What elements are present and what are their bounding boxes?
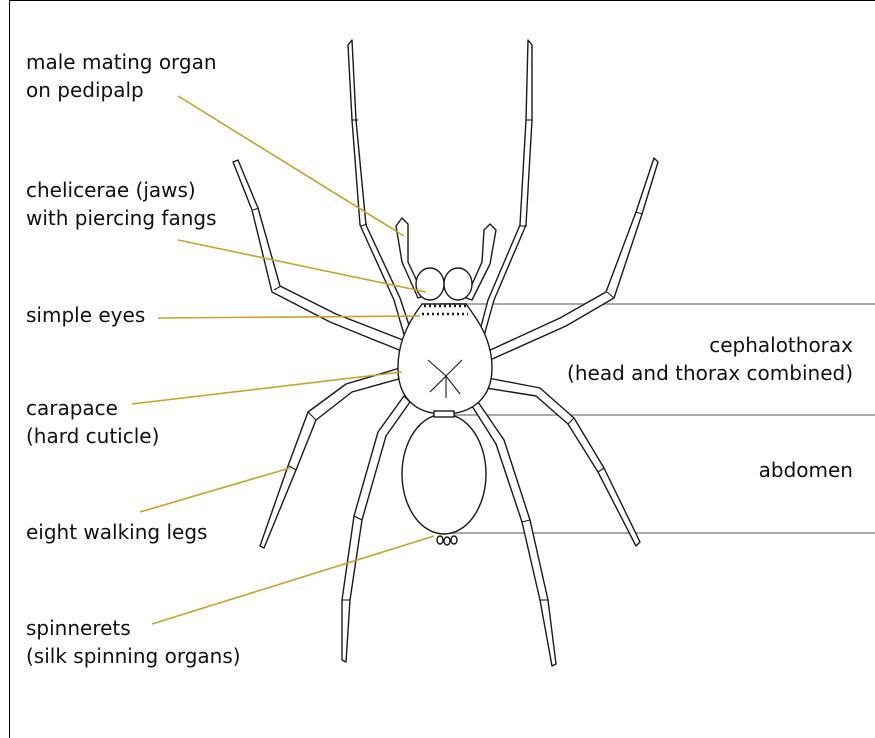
label-cephalothorax: cephalothorax (head and thorax combined) [567,331,853,387]
leader-walking-legs [140,468,290,512]
chelicera-left [416,268,444,300]
leader-chelicerae [178,240,426,292]
pedicel [434,411,454,417]
label-walking-legs: eight walking legs [26,518,207,546]
cephalothorax-shape [398,304,492,414]
label-carapace: carapace (hard cuticle) [26,394,159,450]
abdomen-shape [402,411,486,545]
spinnerets-shape [437,536,457,545]
leader-spinnerets [152,536,434,624]
leg-front-left [348,40,412,338]
leg-second-left [233,160,408,352]
label-male-mating-organ: male mating organ on pedipalp [26,48,217,104]
chelicerae-shape [416,268,472,300]
carapace-shape [398,304,492,414]
leg-front-right [478,40,532,338]
leg-back-left [342,396,410,662]
leader-simple-eyes [158,316,420,318]
abdomen-outline [402,414,486,534]
label-abdomen: abdomen [759,456,853,484]
label-chelicerae: chelicerae (jaws) with piercing fangs [26,176,217,232]
chelicera-right [444,268,472,300]
label-spinnerets: spinnerets (silk spinning organs) [26,614,241,670]
label-simple-eyes: simple eyes [26,301,145,329]
leg-third-left [260,368,402,548]
